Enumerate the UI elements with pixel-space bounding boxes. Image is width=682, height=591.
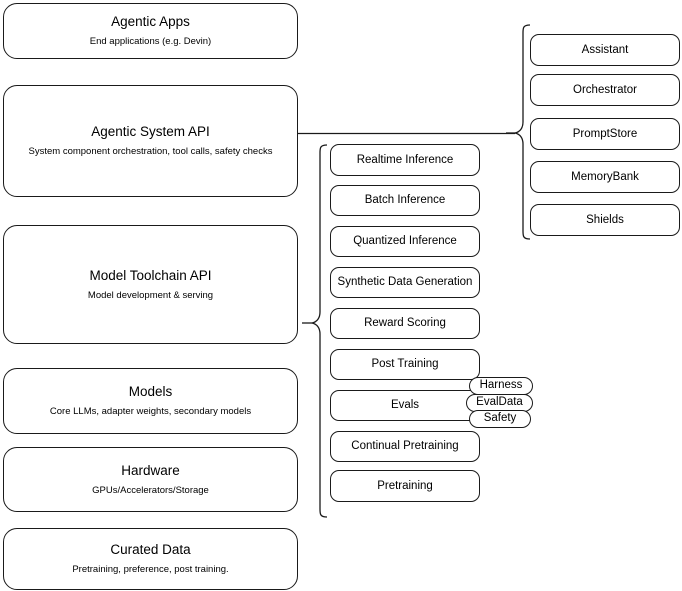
agentic-component-shields[interactable]: Shields bbox=[530, 204, 680, 236]
connector-line-icon bbox=[298, 132, 515, 135]
stack-layer-agentic-system-api[interactable]: Agentic System API System component orch… bbox=[3, 85, 298, 197]
agentic-component-orchestrator[interactable]: Orchestrator bbox=[530, 74, 680, 106]
evals-tag-label: Harness bbox=[479, 379, 523, 392]
stack-layer-title: Hardware bbox=[121, 462, 180, 478]
component-label: Quantized Inference bbox=[353, 235, 457, 248]
stack-layer-agentic-apps[interactable]: Agentic Apps End applications (e.g. Devi… bbox=[3, 3, 298, 59]
component-label: Orchestrator bbox=[573, 83, 637, 96]
stack-layer-title: Agentic System API bbox=[91, 124, 210, 140]
toolchain-component-reward-scoring[interactable]: Reward Scoring bbox=[330, 308, 480, 339]
bracket-toolchain-components bbox=[302, 142, 328, 520]
toolchain-component-post-training[interactable]: Post Training bbox=[330, 349, 480, 380]
component-label: Shields bbox=[586, 213, 624, 226]
agentic-component-assistant[interactable]: Assistant bbox=[530, 34, 680, 66]
stack-layer-models[interactable]: Models Core LLMs, adapter weights, secon… bbox=[3, 368, 298, 434]
stack-layer-model-toolchain-api[interactable]: Model Toolchain API Model development & … bbox=[3, 225, 298, 344]
stack-layer-title: Curated Data bbox=[110, 542, 191, 558]
toolchain-component-quantized-inference[interactable]: Quantized Inference bbox=[330, 226, 480, 257]
stack-layer-subtitle: System component orchestration, tool cal… bbox=[28, 146, 273, 157]
stack-layer-curated-data[interactable]: Curated Data Pretraining, preference, po… bbox=[3, 528, 298, 590]
curly-bracket-icon bbox=[302, 144, 328, 518]
stack-layer-subtitle: GPUs/Accelerators/Storage bbox=[92, 484, 209, 496]
evals-tag-safety[interactable]: Safety bbox=[469, 410, 531, 428]
component-label: Batch Inference bbox=[364, 194, 446, 207]
stack-layer-subtitle: Core LLMs, adapter weights, secondary mo… bbox=[49, 406, 252, 417]
toolchain-component-synthetic-data-generation[interactable]: Synthetic Data Generation bbox=[330, 267, 480, 298]
component-label: Realtime Inference bbox=[356, 153, 454, 166]
connector-agentic-system-to-components bbox=[298, 126, 518, 142]
stack-layer-subtitle: End applications (e.g. Devin) bbox=[89, 36, 212, 47]
toolchain-component-pretraining[interactable]: Pretraining bbox=[330, 470, 480, 502]
component-label: Post Training bbox=[371, 358, 439, 371]
agentic-component-promptstore[interactable]: PromptStore bbox=[530, 118, 680, 150]
component-label: Synthetic Data Generation bbox=[337, 276, 473, 289]
stack-layer-title: Agentic Apps bbox=[111, 14, 190, 30]
component-label: Pretraining bbox=[377, 479, 433, 492]
stack-layer-title: Model Toolchain API bbox=[89, 267, 212, 283]
toolchain-component-evals[interactable]: Evals bbox=[330, 390, 480, 421]
component-label: Continual Pretraining bbox=[351, 440, 459, 453]
agentic-component-memorybank[interactable]: MemoryBank bbox=[530, 161, 680, 193]
stack-layer-subtitle: Model development & serving bbox=[87, 289, 214, 301]
bracket-agentic-components bbox=[506, 22, 532, 242]
component-label: Reward Scoring bbox=[364, 317, 446, 330]
curly-bracket-icon bbox=[506, 24, 531, 240]
evals-tag-harness[interactable]: Harness bbox=[469, 377, 533, 395]
toolchain-component-continual-pretraining[interactable]: Continual Pretraining bbox=[330, 431, 480, 462]
toolchain-component-realtime-inference[interactable]: Realtime Inference bbox=[330, 144, 480, 176]
component-label: MemoryBank bbox=[571, 170, 639, 183]
stack-layer-subtitle: Pretraining, preference, post training. bbox=[72, 564, 229, 575]
stack-layer-hardware[interactable]: Hardware GPUs/Accelerators/Storage bbox=[3, 447, 298, 512]
component-label: PromptStore bbox=[572, 127, 638, 140]
stack-layer-title: Models bbox=[128, 384, 173, 400]
component-label: Evals bbox=[390, 399, 420, 412]
toolchain-component-batch-inference[interactable]: Batch Inference bbox=[330, 185, 480, 216]
component-label: Assistant bbox=[581, 43, 629, 56]
evals-tag-label: Safety bbox=[483, 412, 517, 425]
evals-tag-label: EvalData bbox=[476, 396, 523, 409]
